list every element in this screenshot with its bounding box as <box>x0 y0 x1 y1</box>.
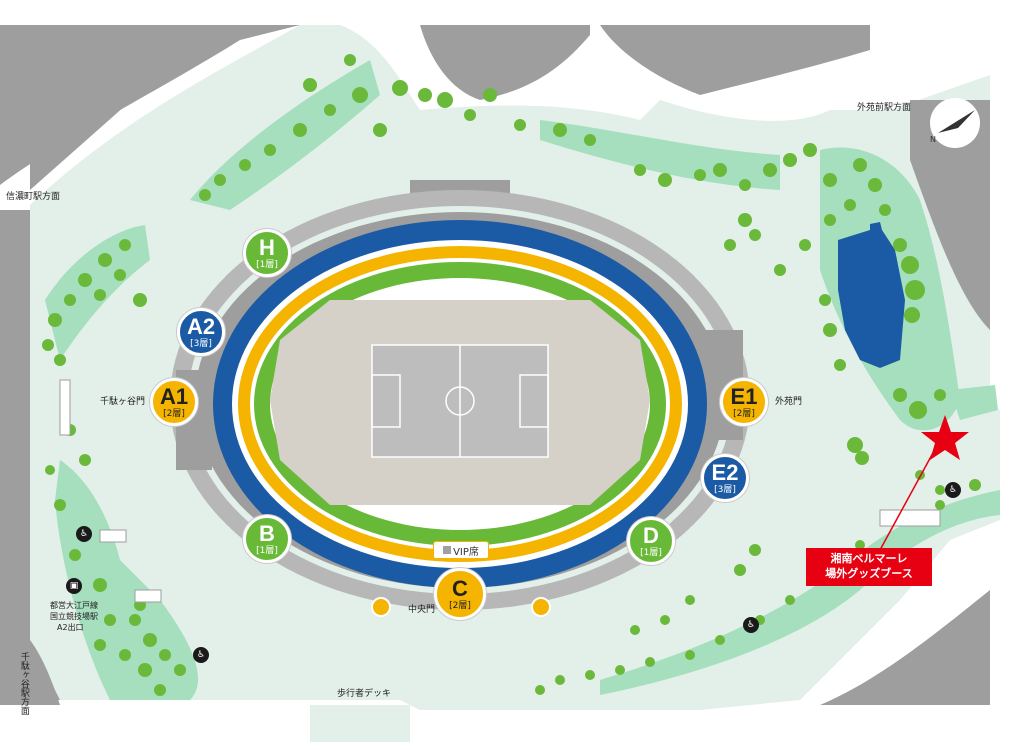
gate-letter: C <box>452 575 468 601</box>
gate-floor: [1層] <box>640 547 662 558</box>
label-sendagaya-station: 千駄ヶ谷駅方面 <box>18 652 29 715</box>
gate-letter: D <box>643 522 659 548</box>
gate-letter: E2 <box>711 459 739 485</box>
star-marker-icon <box>921 415 969 460</box>
label-subway-exit: A2出口 <box>57 623 84 632</box>
gate-e1[interactable]: E1 [2層] <box>720 378 768 426</box>
trees <box>42 54 981 696</box>
soccer-pitch <box>371 344 549 458</box>
gate-h[interactable]: H [1層] <box>243 229 291 277</box>
vip-square-icon <box>443 546 452 554</box>
restroom-icon: ♿ <box>945 482 961 498</box>
gate-dot-right <box>531 597 551 617</box>
gate-letter: B <box>259 520 275 546</box>
gate-letter: A1 <box>159 383 189 409</box>
road-top-left-inner <box>30 75 160 190</box>
building-right <box>838 222 905 368</box>
road-left <box>0 210 60 700</box>
road-left-strip <box>33 210 45 640</box>
north-arrow-icon: N <box>930 98 980 148</box>
gate-e2[interactable]: E2 [3層] <box>701 454 749 502</box>
gate-floor: [3層] <box>714 484 736 495</box>
gate-floor: [2層] <box>163 408 185 419</box>
woodland-top-left <box>190 60 380 210</box>
road-right-bottom <box>820 590 990 705</box>
gate-b[interactable]: B [1層] <box>243 515 291 563</box>
booth-line-1: 湘南ベルマーレ <box>830 552 908 566</box>
goods-booth-label[interactable]: 湘南ベルマーレ 場外グッズブース <box>806 548 932 586</box>
label-gaienmae: 外苑前駅方面 <box>857 103 912 113</box>
restroom-icon: ♿ <box>193 647 209 663</box>
road-top-center <box>420 25 590 100</box>
woodland-corner <box>950 385 998 420</box>
gate-letter: H <box>259 234 275 260</box>
gate-d[interactable]: D [1層] <box>627 517 675 565</box>
gate-floor: [1層] <box>256 545 278 556</box>
gate-a1[interactable]: A1 [2層] <box>150 378 198 426</box>
label-sendagaya-gate: 千駄ヶ谷門 <box>100 397 146 407</box>
svg-text:N: N <box>930 135 936 144</box>
gate-floor: [3層] <box>190 338 212 349</box>
vip-label: VIP席 <box>453 546 479 558</box>
gate-letter: A2 <box>186 313 216 339</box>
gate-floor: [1層] <box>256 259 278 270</box>
woodland-bottom-left <box>55 460 199 700</box>
label-pedestrian-deck: 歩行者デッキ <box>337 689 392 699</box>
gate-floor: [2層] <box>449 600 471 611</box>
restroom-icon: ♿ <box>743 617 759 633</box>
gate-letter: E1 <box>730 383 758 409</box>
label-subway-station: 国立競技場駅 <box>50 612 98 621</box>
road-bottom-left <box>0 640 60 705</box>
label-shinanomachi: 信濃町駅方面 <box>6 192 61 202</box>
road-top-right <box>600 25 870 95</box>
woodland-bottom-right <box>600 490 1000 695</box>
road-right <box>910 100 990 330</box>
label-gaien-gate: 外苑門 <box>775 397 803 407</box>
label-central-gate: 中央門 <box>408 605 436 615</box>
gate-a2[interactable]: A2 [3層] <box>177 308 225 356</box>
gate-floor: [2層] <box>733 408 755 419</box>
gate-c[interactable]: C [2層] <box>434 568 486 620</box>
gate-dot-left <box>371 597 391 617</box>
booth-pointer-line <box>879 439 941 551</box>
vip-seat-tag: VIP席 <box>433 541 489 559</box>
restroom-icon: ♿ <box>76 526 92 542</box>
subway-icon: ▣ <box>66 578 82 594</box>
deck-bottom <box>310 705 410 742</box>
road-top-left <box>0 0 300 185</box>
booth-line-2: 場外グッズブース <box>825 567 913 580</box>
label-subway-line: 都営大江戸線 <box>50 601 98 610</box>
